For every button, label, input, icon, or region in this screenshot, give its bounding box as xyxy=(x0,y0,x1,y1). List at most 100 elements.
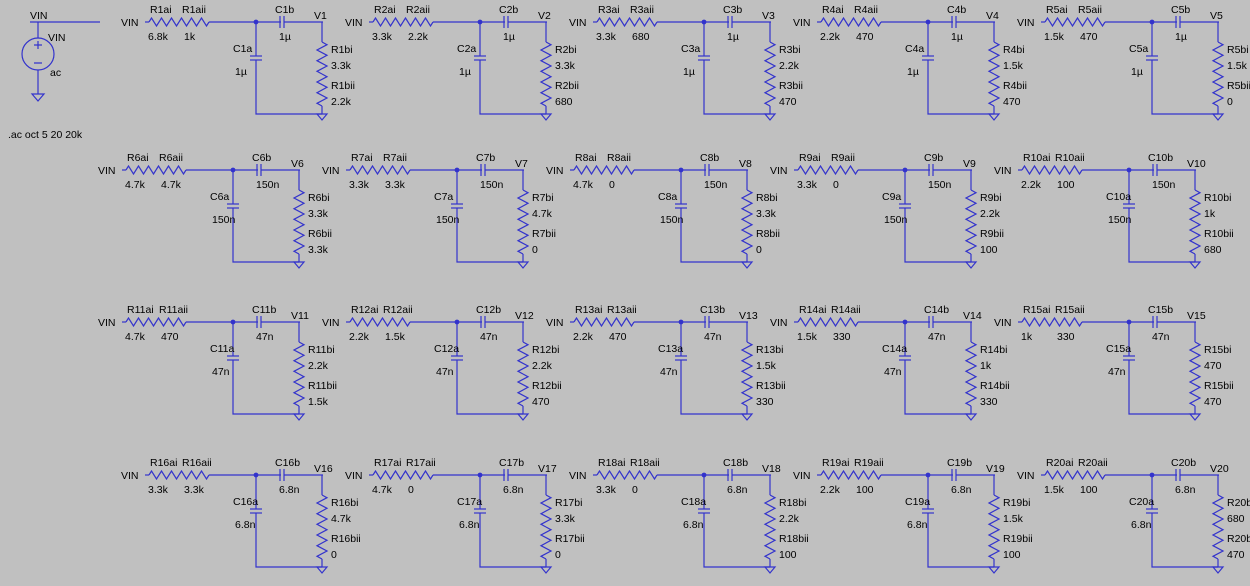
resistor-ra[interactable] xyxy=(1021,316,1053,328)
resistor-rd[interactable] xyxy=(516,221,530,255)
resistor-rb[interactable] xyxy=(402,469,434,481)
resistor-ra[interactable] xyxy=(797,164,829,176)
resistor-rb[interactable] xyxy=(626,16,658,28)
resistor-rb[interactable] xyxy=(1074,16,1106,28)
resistor-rd[interactable] xyxy=(1188,221,1202,255)
resistor-rc[interactable] xyxy=(1211,41,1225,75)
resistor-rc[interactable] xyxy=(763,41,777,75)
resistor-ra[interactable] xyxy=(148,16,180,28)
capacitor-ca-value: 47n xyxy=(436,366,454,378)
resistor-rb[interactable] xyxy=(850,469,882,481)
resistor-rc[interactable] xyxy=(987,494,1001,528)
resistor-rc[interactable] xyxy=(1188,189,1202,223)
resistor-ra[interactable] xyxy=(1021,164,1053,176)
resistor-rb[interactable] xyxy=(402,16,434,28)
resistor-rc[interactable] xyxy=(1211,494,1225,528)
resistor-rb[interactable] xyxy=(850,16,882,28)
resistor-rb[interactable] xyxy=(1074,469,1106,481)
resistor-rd[interactable] xyxy=(292,373,306,407)
capacitor-ca-value: 150n xyxy=(436,214,460,226)
resistor-rc[interactable] xyxy=(539,494,553,528)
rc-filter-circuit-2: VINR2ai3.3kR2aii2.2kC2b1µV2C2a1µR2bi3.3k… xyxy=(345,4,579,121)
resistor-rc[interactable] xyxy=(740,341,754,375)
resistor-rd[interactable] xyxy=(292,221,306,255)
resistor-ra[interactable] xyxy=(1044,16,1076,28)
resistor-ra[interactable] xyxy=(349,164,381,176)
resistor-rc[interactable] xyxy=(516,189,530,223)
resistor-rb[interactable] xyxy=(379,316,411,328)
resistor-ra[interactable] xyxy=(148,469,180,481)
resistor-rb[interactable] xyxy=(178,469,210,481)
resistor-rb[interactable] xyxy=(178,16,210,28)
resistor-rd[interactable] xyxy=(964,221,978,255)
resistor-ra[interactable] xyxy=(349,316,381,328)
resistor-rc[interactable] xyxy=(315,41,329,75)
resistor-rc-value: 2.2k xyxy=(308,360,329,372)
resistor-rd[interactable] xyxy=(740,221,754,255)
resistor-rc[interactable] xyxy=(964,341,978,375)
resistor-rb[interactable] xyxy=(379,164,411,176)
resistor-rc[interactable] xyxy=(539,41,553,75)
resistor-rd-name: R10bii xyxy=(1204,228,1234,240)
resistor-ra[interactable] xyxy=(125,164,157,176)
resistor-rd[interactable] xyxy=(1211,526,1225,560)
output-net-label: V17 xyxy=(538,463,557,475)
resistor-rd[interactable] xyxy=(315,526,329,560)
resistor-ra[interactable] xyxy=(1044,469,1076,481)
resistor-rd[interactable] xyxy=(987,73,1001,107)
source-type-label: ac xyxy=(50,67,61,79)
resistor-rb[interactable] xyxy=(1051,164,1083,176)
resistor-rb[interactable] xyxy=(603,164,635,176)
resistor-rd[interactable] xyxy=(516,373,530,407)
capacitor-cb-name: C1b xyxy=(275,4,294,16)
capacitor-ca-value: 1µ xyxy=(907,66,919,78)
resistor-ra[interactable] xyxy=(125,316,157,328)
resistor-rb[interactable] xyxy=(626,469,658,481)
resistor-ra[interactable] xyxy=(372,16,404,28)
resistor-rb[interactable] xyxy=(155,164,187,176)
resistor-rc-name: R9bi xyxy=(980,192,1002,204)
capacitor-ca-value: 6.8n xyxy=(907,519,928,531)
resistor-rb[interactable] xyxy=(603,316,635,328)
resistor-rd-value: 0 xyxy=(756,244,762,256)
resistor-rc[interactable] xyxy=(315,494,329,528)
resistor-rd[interactable] xyxy=(987,526,1001,560)
resistor-rd[interactable] xyxy=(763,73,777,107)
resistor-rc[interactable] xyxy=(987,41,1001,75)
resistor-rd[interactable] xyxy=(740,373,754,407)
resistor-ra[interactable] xyxy=(820,469,852,481)
resistor-ra[interactable] xyxy=(820,16,852,28)
ground-return-wire xyxy=(479,60,546,115)
ac-voltage-source[interactable]: VIN VIN ac xyxy=(21,10,100,102)
resistor-rc[interactable] xyxy=(292,189,306,223)
resistor-ra[interactable] xyxy=(596,469,628,481)
vin-net-label: VIN xyxy=(546,165,564,177)
resistor-rb[interactable] xyxy=(1051,316,1083,328)
resistor-rc[interactable] xyxy=(763,494,777,528)
resistor-rc[interactable] xyxy=(964,189,978,223)
resistor-ra[interactable] xyxy=(372,469,404,481)
resistor-rc[interactable] xyxy=(740,189,754,223)
resistor-rd[interactable] xyxy=(763,526,777,560)
resistor-ra[interactable] xyxy=(573,316,605,328)
resistor-rc-name: R1bi xyxy=(331,44,353,56)
resistor-rc[interactable] xyxy=(516,341,530,375)
resistor-rd[interactable] xyxy=(539,526,553,560)
resistor-rb[interactable] xyxy=(827,164,859,176)
resistor-rc[interactable] xyxy=(292,341,306,375)
rc-filter-circuit-9: VINR9ai3.3kR9aii0C9b150nV9C9a150nR9bi2.2… xyxy=(770,152,1004,269)
resistor-rc[interactable] xyxy=(1188,341,1202,375)
resistor-rb[interactable] xyxy=(155,316,187,328)
resistor-rd[interactable] xyxy=(539,73,553,107)
resistor-rb-value: 680 xyxy=(632,31,650,43)
resistor-rd[interactable] xyxy=(1211,73,1225,107)
resistor-rd[interactable] xyxy=(1188,373,1202,407)
resistor-ra[interactable] xyxy=(573,164,605,176)
resistor-ra[interactable] xyxy=(596,16,628,28)
resistor-rd[interactable] xyxy=(964,373,978,407)
resistor-ra[interactable] xyxy=(797,316,829,328)
spice-directive[interactable]: .ac oct 5 20 20k xyxy=(8,129,83,141)
resistor-rb[interactable] xyxy=(827,316,859,328)
resistor-rc-name: R12bi xyxy=(532,344,559,356)
resistor-rd[interactable] xyxy=(315,73,329,107)
